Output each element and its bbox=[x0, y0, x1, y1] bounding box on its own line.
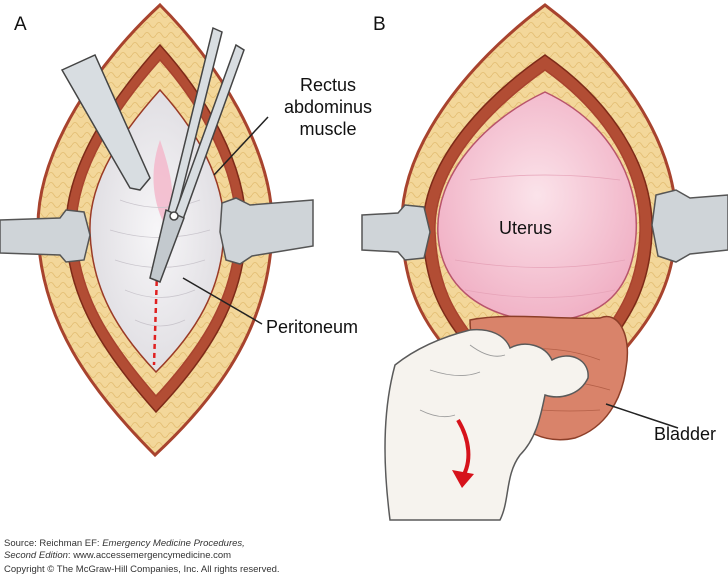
panel-a-letter: A bbox=[14, 14, 27, 35]
source-edition: Second Edition bbox=[4, 550, 68, 561]
source-prefix: Source: Reichman EF: bbox=[4, 538, 103, 549]
panel-a-illustration bbox=[0, 2, 314, 458]
peritoneum-label: Peritoneum bbox=[266, 317, 359, 337]
rectus-muscle-label: Rectus abdominus muscle bbox=[270, 74, 386, 140]
copyright-notice: Copyright © The McGraw-Hill Companies, I… bbox=[4, 564, 280, 575]
incision-line bbox=[152, 271, 159, 366]
forceps bbox=[60, 54, 151, 191]
retraction-arrow bbox=[452, 418, 474, 488]
peritoneum-leader-line bbox=[182, 277, 263, 325]
rectus-label-line1: Rectus bbox=[299, 75, 357, 95]
panel-b-illustration bbox=[361, 3, 728, 521]
source-credit-line2: Second Edition: www.accessemergencymedic… bbox=[4, 550, 231, 562]
uterus-label: Uterus bbox=[499, 218, 553, 238]
source-title: Emergency Medicine Procedures, bbox=[102, 538, 245, 549]
retractor-right-b bbox=[651, 189, 728, 263]
retractor-left-a bbox=[0, 209, 91, 263]
bladder-label: Bladder bbox=[654, 424, 717, 444]
retractor-left-b bbox=[361, 204, 431, 261]
rectus-leader-line bbox=[213, 116, 269, 176]
rectus-label-line3: muscle bbox=[299, 119, 357, 139]
panel-b-letter: B bbox=[373, 14, 386, 35]
rectus-label-line2: abdominus bbox=[283, 97, 373, 117]
source-credit-line1: Source: Reichman EF: Emergency Medicine … bbox=[4, 538, 245, 550]
source-url: : www.accessemergencymedicine.com bbox=[67, 550, 232, 561]
bladder-leader-line bbox=[605, 403, 679, 429]
scissors bbox=[149, 26, 245, 283]
hand bbox=[384, 328, 589, 521]
retractor-right-a bbox=[219, 197, 314, 265]
